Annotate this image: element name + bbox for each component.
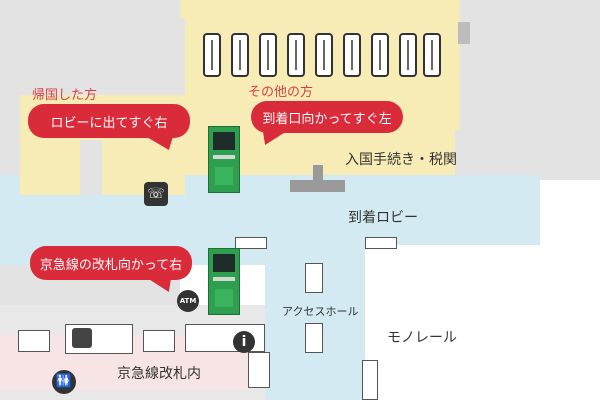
wall-segment bbox=[80, 140, 102, 195]
right-side-wall bbox=[455, 140, 600, 180]
escalator-lobby-2 bbox=[365, 237, 397, 249]
bubble-arrival-gate-left-text: 到着口向かってすぐ左 bbox=[262, 111, 392, 127]
bubble-exit-to-lobby: ロビーに出てすぐ右 bbox=[28, 104, 190, 138]
central-walkway bbox=[265, 225, 365, 400]
ticket-machine-arrival bbox=[208, 126, 240, 193]
ticket-machine-keikyu bbox=[208, 248, 240, 315]
bubble-keikyu-gate-right-text: 京急線の改札向かって右 bbox=[39, 257, 183, 273]
escalator-access-upper bbox=[305, 263, 323, 293]
escalator-info bbox=[248, 352, 270, 388]
gate-stand bbox=[290, 180, 345, 192]
info-icon: i bbox=[233, 331, 255, 353]
gate-post bbox=[313, 165, 323, 183]
label-others: その他の方 bbox=[248, 85, 314, 100]
escalator-keikyu-2 bbox=[143, 330, 175, 352]
restroom-icon: 🚻 bbox=[52, 370, 76, 394]
label-access-hall: アクセスホール bbox=[282, 305, 359, 318]
atm-icon: ATM bbox=[177, 290, 199, 312]
bubble-exit-to-lobby-text: ロビーに出てすぐ右 bbox=[50, 115, 168, 131]
label-keikyu-inside-gates: 京急線改札内 bbox=[117, 366, 201, 382]
telephone-icon: ☏ bbox=[144, 182, 168, 206]
escalator-access-lower bbox=[305, 323, 323, 353]
label-monorail: モノレール bbox=[387, 330, 457, 346]
elevator-icon bbox=[72, 328, 92, 348]
escalator-monorail bbox=[362, 360, 378, 400]
escalator-keikyu-1 bbox=[18, 330, 50, 352]
label-arrival-lobby: 到着ロビー bbox=[348, 210, 418, 226]
baggage-lane-inner bbox=[211, 40, 433, 70]
escalator-lobby-1 bbox=[235, 237, 267, 249]
pillar bbox=[458, 22, 470, 44]
lobby-yellow-top bbox=[180, 0, 240, 18]
label-immigration: 入国手続き・税関 bbox=[345, 152, 457, 168]
bubble-arrival-gate-left: 到着口向かってすぐ左 bbox=[251, 101, 403, 133]
bubble-keikyu-gate-right: 京急線の改札向かって右 bbox=[30, 246, 192, 280]
label-returning-home: 帰国した方 bbox=[32, 88, 98, 103]
